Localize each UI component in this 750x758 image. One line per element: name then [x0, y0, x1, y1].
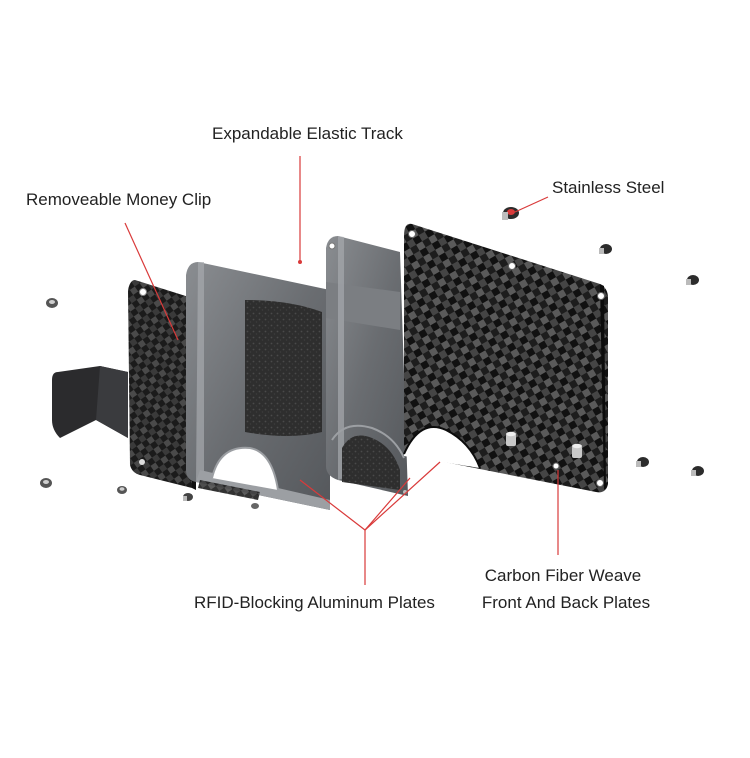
back-carbon-plate	[128, 280, 196, 490]
aluminum-plate-front	[326, 236, 408, 496]
money-clip	[52, 366, 128, 438]
label-aluminum-plates: RFID-Blocking Aluminum Plates	[194, 593, 435, 612]
callout-lines	[124, 156, 559, 585]
label-carbon-line2: Front And Back Plates	[481, 593, 651, 612]
aluminum-plate-rear	[186, 262, 330, 510]
notch-carbon-insert	[198, 480, 260, 500]
front-carbon-plate	[403, 223, 608, 493]
label-money-clip: Removeable Money Clip	[26, 190, 212, 209]
label-elastic-track: Expandable Elastic Track	[212, 124, 403, 143]
label-stainless-steel: Stainless Steel	[552, 178, 665, 197]
callout-aluminum-right	[364, 461, 441, 531]
label-carbon-line1: Carbon Fiber Weave	[484, 566, 642, 585]
callout-stainless-steel	[514, 196, 549, 213]
callout-money-clip	[124, 222, 179, 341]
screw-highlighted	[502, 207, 519, 220]
stainless-screws	[40, 207, 704, 509]
